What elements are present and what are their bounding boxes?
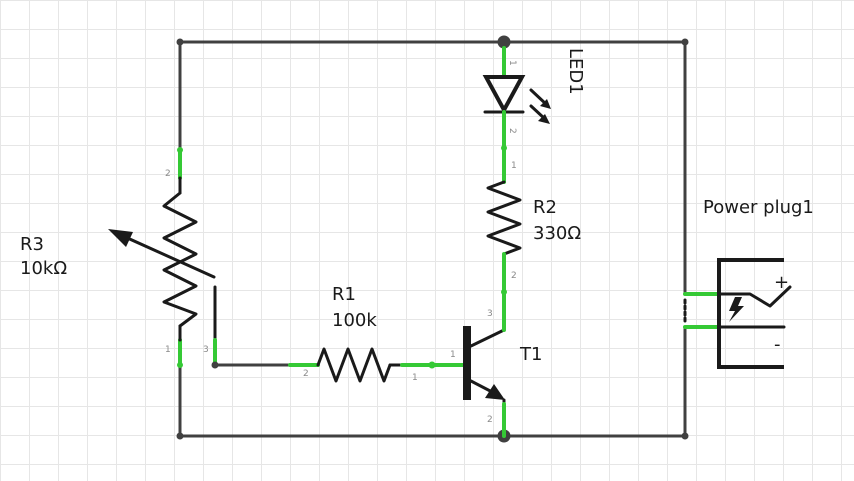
led-emission-arrowhead-1 [540,99,551,109]
pin-number: 2 [487,415,493,425]
r1-zigzag [316,347,392,383]
junction-node [176,432,184,440]
pin-number: 1 [412,373,418,383]
resistor-r1[interactable]: 2 1 R1 100k [288,284,434,383]
junction-node [211,361,219,369]
pin-number: 2 [507,128,517,134]
r1-value-label: 100k [332,310,377,331]
pin-number: 1 [507,60,517,66]
r3-wiper-arrow [121,234,216,279]
t1-name-label: T1 [519,344,542,365]
pin-number: 2 [511,271,517,281]
led-diode-triangle [482,75,526,115]
power-plus-label: + [774,272,789,293]
power-switch-contact [717,285,792,308]
resistor-r2[interactable]: 1 2 R2 330Ω [486,145,581,292]
pin-number: 1 [450,350,456,360]
junctions [176,35,689,443]
pin-end-dot [177,362,183,368]
t1-base-bar [463,326,471,400]
pin-number: 1 [511,161,517,171]
r3-arrowhead [108,229,133,247]
pin-end-dot [177,147,183,153]
led1-name-label: LED1 [565,48,586,95]
potentiometer-r3[interactable]: 2 1 3 R3 10kΩ [20,147,219,369]
r1-name-label: R1 [332,284,356,305]
wires [178,40,687,438]
pin-number: 2 [165,169,171,179]
t1-collector-lead [469,328,506,348]
pin-number: 3 [487,309,493,319]
power-plug-bracket [717,258,784,369]
transistor-t1[interactable]: 1 3 2 T1 [428,288,543,438]
r3-value-label: 10kΩ [20,258,67,279]
t1-emitter-arrow [485,384,505,400]
pin-end-dot [428,361,436,369]
led-emission-arrowhead-2 [538,114,550,124]
r2-value-label: 330Ω [533,223,581,244]
led-led1[interactable]: 1 2 LED1 [482,46,586,150]
junction-node-large [497,35,511,49]
lightning-icon [729,297,744,322]
pin-number: 1 [165,345,171,355]
r2-zigzag [486,180,522,256]
junction-node [176,38,184,46]
r2-name-label: R2 [533,197,557,218]
power-plug1[interactable]: + - Power plug1 [683,197,814,369]
power-minus-label: - [774,334,781,355]
junction-node [681,432,689,440]
r3-name-label: R3 [20,234,44,255]
r3-zigzag [162,191,198,328]
power-plug-name-label: Power plug1 [703,197,814,218]
pin-number: 2 [303,369,309,379]
junction-node [681,38,689,46]
pin-number: 3 [203,345,209,355]
